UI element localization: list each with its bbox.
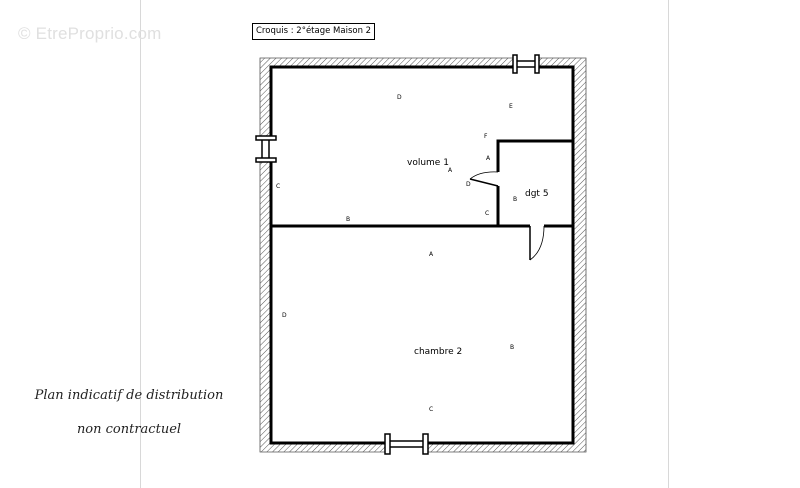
wall-letter: D: [466, 181, 471, 188]
door-dgt-chambre: [529, 224, 545, 261]
disclaimer-line-2: non contractuel: [76, 422, 182, 437]
wall-letter: F: [484, 133, 488, 140]
room-label-chambre: chambre 2: [414, 347, 462, 357]
watermark: © EtreProprio.com: [18, 24, 162, 43]
room-label-dgt: dgt 5: [525, 189, 549, 199]
wall-letter: B: [510, 344, 514, 351]
frame-line-left: [140, 0, 141, 488]
window-bottom: [384, 433, 429, 455]
door-volume-dgt: [469, 171, 500, 187]
wall-letter: B: [513, 196, 517, 203]
wall-letter: A: [448, 167, 453, 174]
disclaimer-line-1: Plan indicatif de distribution: [34, 388, 224, 403]
sketch-title: Croquis : 2°étage Maison 2: [252, 23, 376, 40]
exterior-wall-hatch: [259, 57, 587, 453]
wall-letter: C: [429, 406, 433, 413]
room-label-volume: volume 1: [407, 158, 449, 168]
window-top: [512, 54, 540, 74]
dgt-walls: [496, 139, 572, 226]
wall-letter: D: [282, 312, 287, 319]
wall-letter: D: [397, 94, 402, 101]
wall-letter: C: [276, 183, 280, 190]
window-left: [255, 135, 277, 163]
wall-letter: C: [485, 210, 489, 217]
wall-letter: E: [509, 103, 513, 110]
interior-wall-outline: [269, 65, 575, 445]
wall-letter: A: [486, 155, 491, 162]
wall-letter: A: [429, 251, 434, 258]
frame-line-right: [668, 0, 669, 488]
wall-letter: B: [346, 216, 350, 223]
